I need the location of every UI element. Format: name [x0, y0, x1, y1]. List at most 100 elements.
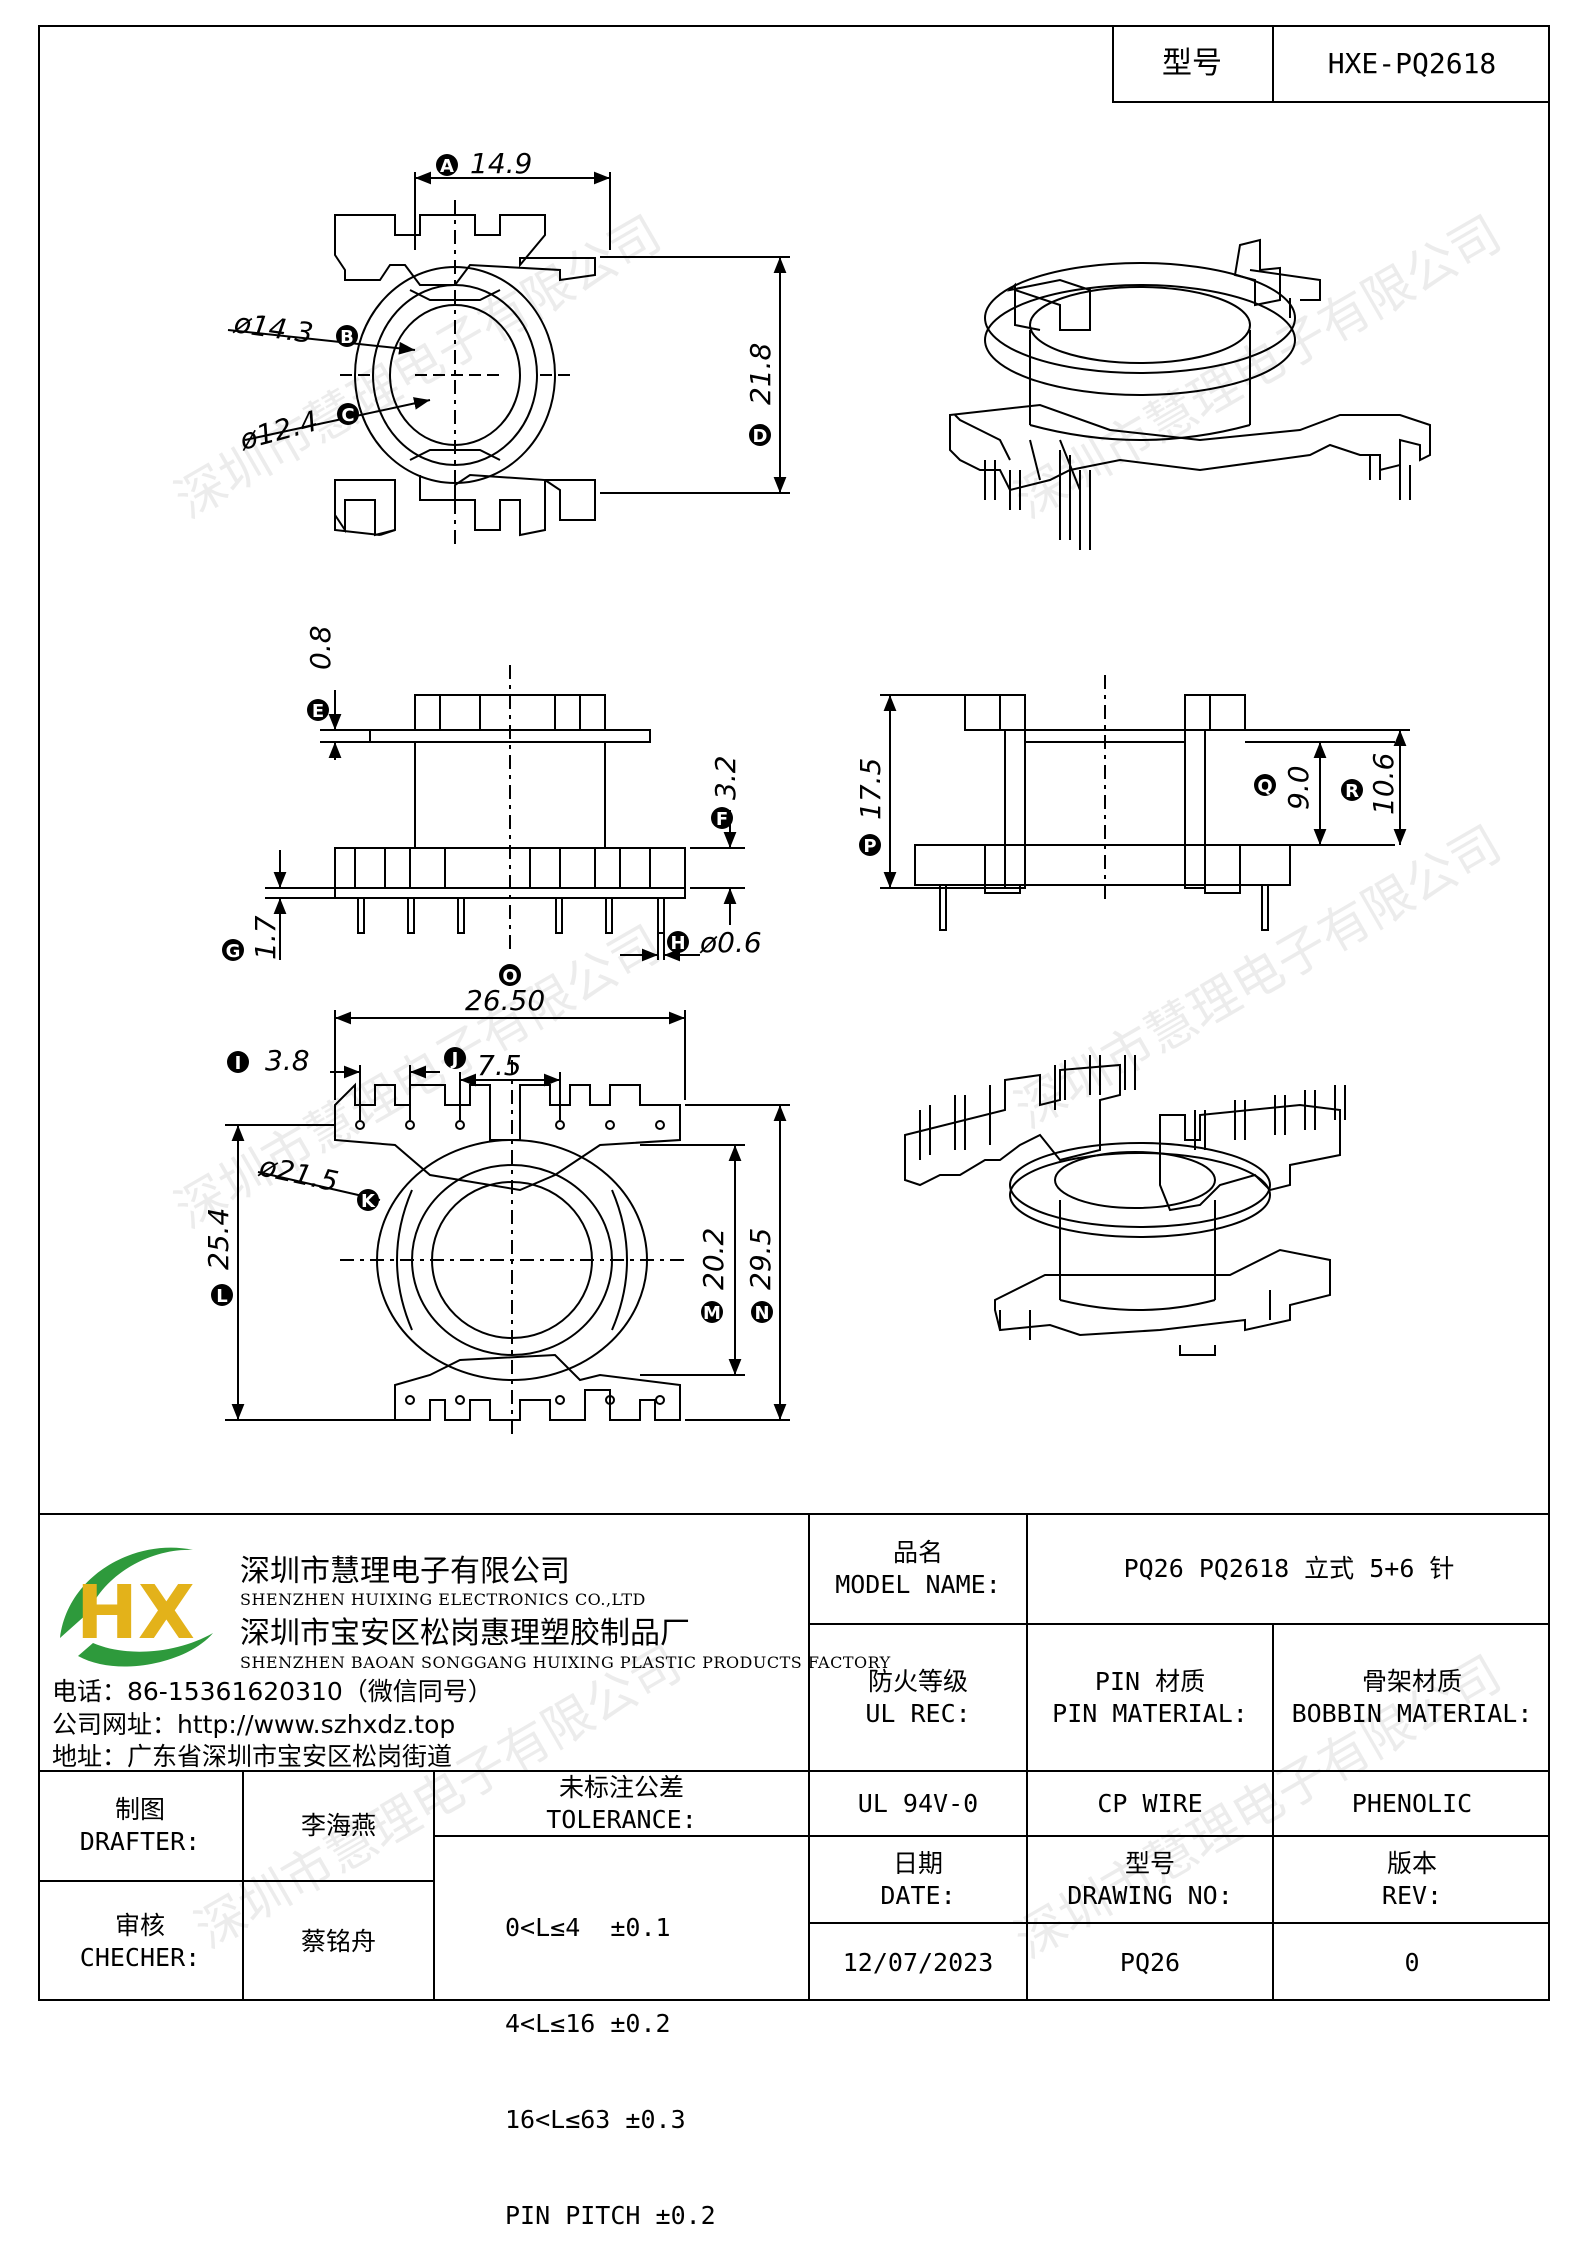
tolerance-line: PIN PITCH ±0.2	[505, 2201, 716, 2230]
checker-label: 审核 CHECHER:	[38, 1882, 242, 2001]
top-view	[334, 200, 596, 550]
mark-I: I	[235, 1053, 242, 1074]
bobbin-material-label: 骨架材质 BOBBIN MATERIAL:	[1274, 1625, 1550, 1770]
factory-name-cn: 深圳市宝安区松岗惠理塑胶制品厂	[240, 1616, 690, 1651]
dim-P: 17.5	[854, 758, 887, 820]
drafter-label-en: DRAFTER:	[79, 1827, 201, 1856]
tolerance-line: 4<L≤16 ±0.2	[505, 2009, 671, 2038]
dim-G: 1.7	[249, 915, 282, 960]
tolerance-line: 0<L≤4 ±0.1	[505, 1913, 671, 1942]
company-phone: 电话：86-15361620310（微信同号）	[52, 1677, 493, 1706]
ul-rec-label-en: UL REC:	[865, 1698, 971, 1728]
ul-rec-label-cn: 防火等级	[867, 1666, 968, 1696]
dim-A: 14.9	[470, 147, 532, 180]
front-view	[334, 665, 686, 950]
company-name-en: SHENZHEN HUIXING ELECTRONICS CO.,LTD	[240, 1590, 646, 1609]
company-address: 地址：广东省深圳市宝安区松岗街道	[52, 1742, 453, 1771]
drawing-no-label-cn: 型号	[1124, 1848, 1175, 1878]
pin-material-label-cn: PIN 材质	[1094, 1666, 1206, 1696]
model-name-label-en: MODEL NAME:	[835, 1570, 1001, 1599]
header-model-label: 型号	[1162, 46, 1222, 81]
date-label: 日期 DATE:	[810, 1837, 1026, 1922]
bottom-view	[334, 1060, 690, 1440]
date-value: 12/07/2023	[842, 1947, 994, 1977]
drawing-no-label: 型号 DRAWING NO:	[1028, 1837, 1272, 1922]
checker-label-en: CHECHER:	[79, 1942, 201, 1972]
mark-C: C	[341, 405, 354, 426]
date-label-en: DATE:	[880, 1880, 956, 1910]
bobbin-material-value: PHENOLIC	[1351, 1788, 1473, 1818]
dim-K: ø21.5	[256, 1149, 342, 1198]
checker-name: 蔡铭舟	[300, 1926, 376, 1956]
rev-label-en: REV:	[1381, 1880, 1443, 1910]
bobbin-material-label-cn: 骨架材质	[1361, 1666, 1462, 1696]
dim-D: 21.8	[744, 343, 777, 405]
mark-J: J	[450, 1049, 459, 1070]
side-view	[914, 675, 1291, 931]
drawing-frame	[38, 25, 1550, 2001]
logo-text: HX	[76, 1570, 195, 1656]
pin-material-label-en: PIN MATERIAL:	[1052, 1698, 1248, 1728]
dim-J: 7.5	[477, 1049, 522, 1082]
tolerance-line: 16<L≤63 ±0.3	[505, 2105, 686, 2134]
model-name-label-cn: 品名	[892, 1538, 943, 1567]
ul-rec-value: UL 94V-0	[857, 1788, 979, 1818]
tolerance-label-en: TOLERANCE:	[546, 1804, 697, 1834]
drafter-name: 李海燕	[300, 1811, 376, 1840]
checker-label-cn: 审核	[114, 1910, 165, 1940]
iso-view-bottom	[904, 1055, 1346, 1356]
dim-L: 25.4	[202, 1208, 235, 1270]
dim-F: 3.2	[709, 755, 742, 800]
mark-A: A	[440, 156, 454, 177]
dim-E: 0.8	[304, 625, 337, 670]
mark-P: P	[863, 836, 876, 857]
rev-label: 版本 REV:	[1274, 1837, 1550, 1922]
drafter-label: 制图 DRAFTER:	[38, 1772, 242, 1880]
mark-E: E	[312, 701, 324, 722]
mark-M: M	[703, 1303, 721, 1324]
dim-Q: 9.0	[1282, 765, 1315, 810]
mark-O: O	[502, 966, 517, 987]
dim-N: 29.5	[744, 1228, 777, 1290]
rev-value: 0	[1404, 1947, 1420, 1977]
model-name-label: 品名 MODEL NAME:	[810, 1515, 1026, 1623]
company-logo: HX	[60, 1547, 213, 1667]
mark-K: K	[361, 1191, 376, 1212]
header-model-box	[1112, 25, 1550, 103]
tolerance-label: 未标注公差 TOLERANCE:	[435, 1772, 808, 1835]
date-label-cn: 日期	[892, 1848, 943, 1878]
mark-B: B	[340, 327, 354, 348]
dim-M: 20.2	[697, 1228, 730, 1290]
iso-view-top	[949, 238, 1431, 550]
mark-H: H	[670, 933, 685, 954]
bobbin-material-label-en: BOBBIN MATERIAL:	[1291, 1698, 1533, 1728]
model-name-value: PQ26 PQ2618 立式 5+6 针	[1123, 1554, 1455, 1583]
dim-B: ø14.3	[231, 306, 315, 350]
mark-G: G	[226, 941, 241, 962]
dim-I: 3.8	[265, 1044, 310, 1077]
mark-L: L	[216, 1286, 227, 1307]
drawing-no-label-en: DRAWING NO:	[1067, 1880, 1233, 1910]
tolerance-list: 0<L≤4 ±0.1 4<L≤16 ±0.2 16<L≤63 ±0.3 PIN …	[505, 1848, 716, 2264]
mark-N: N	[754, 1303, 769, 1324]
pin-material-label: PIN 材质 PIN MATERIAL:	[1028, 1625, 1272, 1770]
mark-R: R	[1345, 781, 1359, 802]
technical-drawing: A 14.9 ø14.3 B ø12.4 C 21.8 D 0.8 E 3.2 …	[202, 147, 1431, 1440]
dim-C: ø12.4	[235, 404, 321, 457]
tolerance-label-cn: 未标注公差	[558, 1772, 684, 1802]
header-model-value: HXE-PQ2618	[1327, 47, 1497, 80]
company-name-cn: 深圳市慧理电子有限公司	[240, 1554, 570, 1589]
drafter-label-cn: 制图	[114, 1795, 165, 1824]
pin-material-value: CP WIRE	[1097, 1788, 1203, 1818]
dim-H: ø0.6	[699, 926, 762, 959]
mark-F: F	[716, 809, 728, 830]
ul-rec-label: 防火等级 UL REC:	[810, 1625, 1026, 1770]
factory-name-en: SHENZHEN BAOAN SONGGANG HUIXING PLASTIC …	[240, 1653, 891, 1672]
drawing-no-value: PQ26	[1119, 1947, 1181, 1977]
mark-D: D	[753, 426, 768, 447]
rev-label-cn: 版本	[1386, 1848, 1437, 1878]
dim-O: 26.50	[465, 984, 545, 1017]
mark-Q: Q	[1257, 776, 1272, 797]
company-website: 公司网址：http://www.szhxdz.top	[52, 1710, 456, 1739]
dim-R: 10.6	[1367, 753, 1400, 815]
